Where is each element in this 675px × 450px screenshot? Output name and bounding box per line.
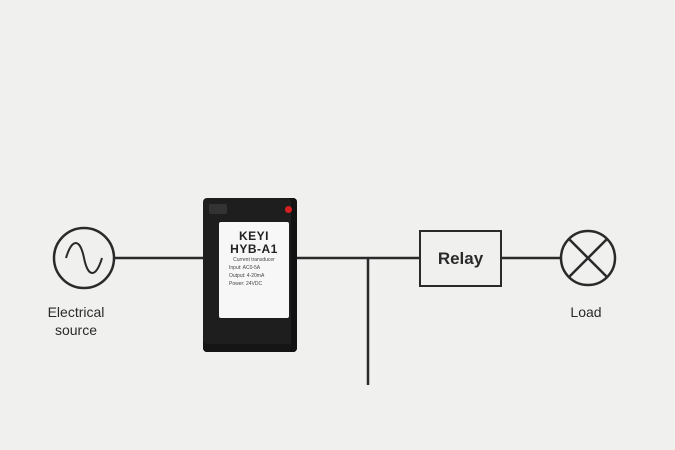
device-model: HYB-A1 <box>230 242 278 256</box>
lamp-load-icon <box>559 229 617 287</box>
current-transducer-device: KEYI HYB-A1 Current transducer Input: AC… <box>203 198 297 352</box>
device-mount-tab <box>209 204 227 214</box>
sine-wave-icon <box>65 242 103 274</box>
device-spec-output: Output: 4-20mA <box>229 273 265 279</box>
device-led-indicator <box>285 206 292 213</box>
relay-label: Relay <box>437 248 484 268</box>
device-spec-input: Input: AC0-5A <box>229 265 261 271</box>
relay-box: Relay <box>419 230 502 287</box>
device-label-panel: KEYI HYB-A1 Current transducer Input: AC… <box>219 222 289 318</box>
device-spec-power: Power: 24VDC <box>229 281 263 287</box>
source-label: Electrical source <box>47 304 105 338</box>
load-label: Load <box>570 304 602 320</box>
device-subtitle: Current transducer <box>233 257 275 263</box>
device-brand: KEYI <box>238 229 269 243</box>
lamp-cross-2 <box>568 238 608 278</box>
